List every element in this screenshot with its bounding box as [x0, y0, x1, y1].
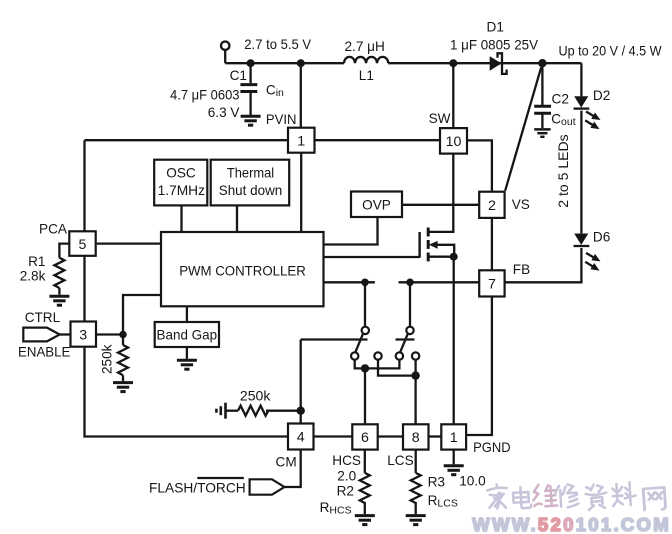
- svg-text:10: 10: [446, 134, 462, 150]
- svg-text:Band Gap: Band Gap: [157, 328, 218, 343]
- svg-text:1 μF 0805 25V: 1 μF 0805 25V: [450, 38, 538, 53]
- svg-text:VS: VS: [512, 197, 530, 212]
- svg-text:6.3 V: 6.3 V: [208, 105, 240, 120]
- svg-text:2.0: 2.0: [337, 468, 356, 483]
- svg-text:SW: SW: [429, 111, 451, 126]
- svg-text:250k: 250k: [240, 388, 271, 403]
- svg-text:PWM CONTROLLER: PWM CONTROLLER: [179, 263, 306, 279]
- svg-text:2.8k: 2.8k: [20, 268, 46, 283]
- svg-text:C1: C1: [230, 68, 247, 83]
- svg-text:ENABLE: ENABLE: [18, 344, 70, 359]
- svg-text:LCS: LCS: [387, 453, 413, 468]
- svg-text:3: 3: [79, 327, 87, 343]
- svg-text:OVP: OVP: [362, 197, 391, 212]
- svg-text:D2: D2: [593, 88, 610, 103]
- svg-text:WWW.520101.COM: WWW.520101.COM: [472, 514, 671, 534]
- svg-text:1: 1: [297, 133, 305, 149]
- svg-text:2 to 5 LEDs: 2 to 5 LEDs: [556, 134, 571, 208]
- svg-text:Cin: Cin: [266, 83, 284, 100]
- svg-text:1: 1: [450, 430, 458, 446]
- svg-text:RLCS: RLCS: [428, 493, 458, 510]
- svg-text:Cout: Cout: [551, 111, 576, 128]
- svg-text:10.0: 10.0: [459, 473, 486, 488]
- svg-text:C2: C2: [552, 92, 569, 107]
- svg-text:RHCS: RHCS: [320, 500, 352, 517]
- svg-text:7: 7: [488, 277, 496, 293]
- svg-text:CTRL: CTRL: [25, 310, 61, 325]
- svg-text:HCS: HCS: [332, 453, 361, 468]
- svg-text:D1: D1: [487, 20, 504, 35]
- svg-text:PVIN: PVIN: [266, 112, 297, 127]
- svg-text:6: 6: [361, 430, 369, 446]
- svg-text:Up to 20 V / 4.5 W: Up to 20 V / 4.5 W: [559, 44, 662, 59]
- svg-text:4: 4: [297, 430, 305, 446]
- svg-text:PGND: PGND: [473, 440, 511, 455]
- svg-text:2.7 μH: 2.7 μH: [345, 39, 385, 54]
- svg-text:R2: R2: [337, 483, 354, 498]
- svg-text:Thermal: Thermal: [227, 165, 274, 180]
- svg-text:8: 8: [412, 430, 420, 446]
- svg-text:1.7MHz: 1.7MHz: [158, 183, 205, 198]
- svg-text:2.7 to 5.5 V: 2.7 to 5.5 V: [244, 37, 311, 52]
- svg-text:CM: CM: [276, 455, 297, 470]
- svg-text:D6: D6: [593, 230, 610, 245]
- svg-text:OSC: OSC: [166, 165, 196, 180]
- svg-text:250k: 250k: [99, 344, 114, 374]
- svg-text:R1: R1: [28, 254, 45, 269]
- svg-text:Shut down: Shut down: [219, 183, 283, 198]
- svg-text:FLASH/TORCH: FLASH/TORCH: [149, 480, 246, 495]
- svg-text:FB: FB: [513, 262, 530, 277]
- svg-text:2: 2: [488, 198, 496, 214]
- svg-text:L1: L1: [359, 68, 374, 83]
- svg-text:R3: R3: [428, 474, 445, 489]
- svg-text:5: 5: [79, 237, 87, 253]
- svg-text:4.7 μF 0603: 4.7 μF 0603: [170, 88, 240, 103]
- svg-text:PCA: PCA: [39, 222, 68, 237]
